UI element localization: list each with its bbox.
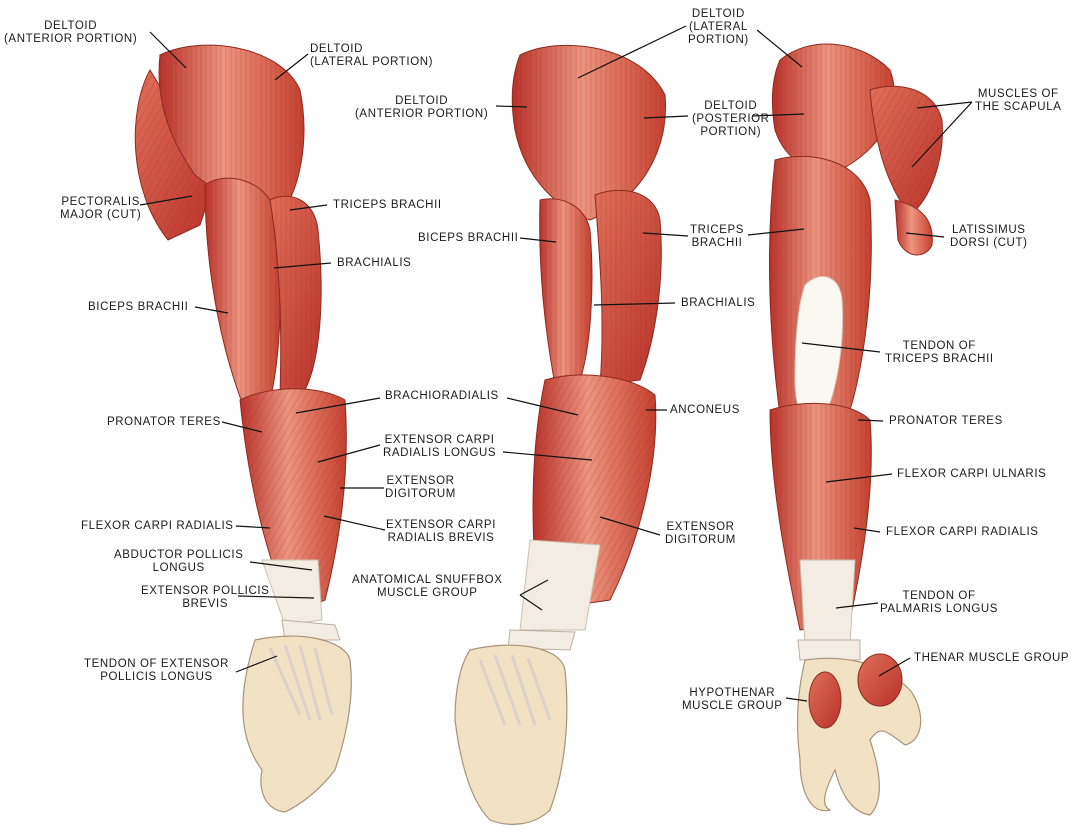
arm-posterior-view bbox=[769, 43, 943, 816]
hypothenar-muscle bbox=[808, 671, 842, 729]
leader-snuffbox bbox=[519, 579, 549, 611]
leader-tendon-triceps bbox=[801, 342, 881, 353]
leader-triceps-1 bbox=[289, 204, 328, 211]
label-abductor-pollicis-longus: ABDUCTOR POLLICIS LONGUS bbox=[114, 549, 244, 574]
label-extensor-pollicis-brevis: EXTENSOR POLLICIS BREVIS bbox=[141, 585, 270, 610]
label-extensor-digitorum-2: EXTENSOR DIGITORUM bbox=[665, 521, 736, 546]
label-thenar-muscle-group: THENAR MUSCLE GROUP bbox=[914, 652, 1070, 664]
label-extensor-carpi-radialis-brevis: EXTENSOR CARPI RADIALIS BREVIS bbox=[386, 519, 497, 544]
label-extensor-carpi-radialis-longus: EXTENSOR CARPI RADIALIS LONGUS bbox=[383, 434, 497, 459]
latissimus-dorsi-muscle bbox=[894, 199, 933, 256]
label-biceps-brachii-2: BICEPS BRACHII bbox=[418, 232, 519, 244]
wrist-band bbox=[797, 639, 861, 661]
leader-deltoid-anterior-2 bbox=[495, 105, 528, 108]
leader-deltoid-lateral-1 bbox=[274, 53, 309, 81]
label-muscles-of-scapula: MUSCLES OF THE SCAPULA bbox=[975, 88, 1062, 113]
label-pectoralis-major: PECTORALIS MAJOR (CUT) bbox=[60, 196, 142, 221]
leader-triceps-2 bbox=[642, 232, 689, 237]
label-triceps-brachii-1: TRICEPS BRACHII bbox=[333, 199, 442, 211]
label-biceps-brachii-1: BICEPS BRACHII bbox=[88, 301, 189, 313]
hand-lateral bbox=[454, 644, 568, 825]
label-extensor-digitorum-1: EXTENSOR DIGITORUM bbox=[385, 475, 456, 500]
leader-brachialis-2 bbox=[593, 302, 676, 306]
label-deltoid-anterior-2: DELTOID (ANTERIOR PORTION) bbox=[355, 95, 489, 120]
leader-pronator-1 bbox=[221, 421, 263, 433]
leader-epl bbox=[235, 655, 278, 673]
label-anconeus: ANCONEUS bbox=[670, 404, 740, 416]
wrist-band bbox=[507, 629, 576, 651]
leader-brachioradialis bbox=[295, 397, 381, 414]
wrist-band bbox=[281, 619, 341, 641]
label-pronator-teres-3: PRONATOR TERES bbox=[889, 415, 1003, 427]
leader-fcr-1 bbox=[235, 525, 271, 529]
arm-anterior-view bbox=[134, 44, 352, 813]
leader-deltoid-lateral-2 bbox=[577, 25, 687, 79]
leader-triceps-3 bbox=[747, 228, 805, 236]
label-triceps-brachii-2: TRICEPS BRACHII bbox=[690, 224, 745, 249]
label-hypothenar-muscle-group: HYPOTHENAR MUSCLE GROUP bbox=[682, 687, 783, 712]
label-flexor-carpi-radialis-3: FLEXOR CARPI RADIALIS bbox=[886, 526, 1039, 538]
leader-ecrb bbox=[323, 515, 386, 531]
label-latissimus-dorsi: LATISSIMUS DORSI (CUT) bbox=[950, 224, 1028, 249]
leader-fcr-3 bbox=[853, 527, 881, 533]
label-deltoid-lateral-1: DELTOID (LATERAL PORTION) bbox=[310, 43, 434, 68]
label-flexor-carpi-radialis-1: FLEXOR CARPI RADIALIS bbox=[81, 520, 234, 532]
label-tendon-triceps-brachii: TENDON OF TRICEPS BRACHII bbox=[885, 340, 994, 365]
leader-palmaris bbox=[835, 602, 879, 609]
leader-thenar bbox=[878, 657, 911, 677]
leader-brachioradialis-2 bbox=[506, 397, 579, 416]
label-brachioradialis: BRACHIORADIALIS bbox=[385, 390, 499, 402]
leader-biceps-2 bbox=[519, 237, 557, 243]
leader-pectoralis bbox=[139, 195, 193, 206]
leader-lines bbox=[139, 25, 973, 702]
label-tendon-extensor-pollicis-longus: TENDON OF EXTENSOR POLLICIS LONGUS bbox=[84, 658, 229, 683]
leader-pronator-3 bbox=[857, 419, 884, 422]
leader-apl bbox=[249, 561, 313, 571]
leader-deltoid-posterior bbox=[643, 115, 689, 119]
label-anatomical-snuffbox: ANATOMICAL SNUFFBOX MUSCLE GROUP bbox=[352, 574, 503, 599]
label-deltoid-lateral-2: DELTOID (LATERAL PORTION) bbox=[688, 8, 749, 46]
leader-deltoid-3 bbox=[756, 29, 803, 68]
label-brachialis-2: BRACHIALIS bbox=[681, 297, 756, 309]
leader-deltoid-3b bbox=[751, 113, 805, 117]
label-brachialis-1: BRACHIALIS bbox=[337, 257, 412, 269]
leader-deltoid-anterior-1 bbox=[149, 31, 187, 69]
leader-biceps-1 bbox=[194, 306, 229, 314]
label-pronator-teres-1: PRONATOR TERES bbox=[107, 416, 221, 428]
leader-hypothenar bbox=[785, 697, 808, 702]
leader-scapula bbox=[911, 101, 973, 168]
leader-ext-digitorum-2 bbox=[599, 516, 661, 536]
leader-epb bbox=[237, 595, 315, 599]
leader-fcu bbox=[825, 473, 893, 483]
label-deltoid-posterior: DELTOID (POSTERIOR PORTION) bbox=[692, 100, 770, 138]
thenar-muscle bbox=[857, 653, 903, 707]
leader-ecrl-2 bbox=[502, 451, 593, 461]
leader-brachialis-1 bbox=[273, 262, 332, 269]
arm-lateral-view bbox=[454, 44, 667, 825]
label-flexor-carpi-ulnaris: FLEXOR CARPI ULNARIS bbox=[897, 468, 1047, 480]
leader-ecrl bbox=[317, 444, 381, 463]
label-deltoid-anterior-1: DELTOID (ANTERIOR PORTION) bbox=[4, 20, 138, 45]
label-tendon-palmaris-longus: TENDON OF PALMARIS LONGUS bbox=[880, 590, 999, 615]
leader-latissimus bbox=[905, 232, 945, 238]
